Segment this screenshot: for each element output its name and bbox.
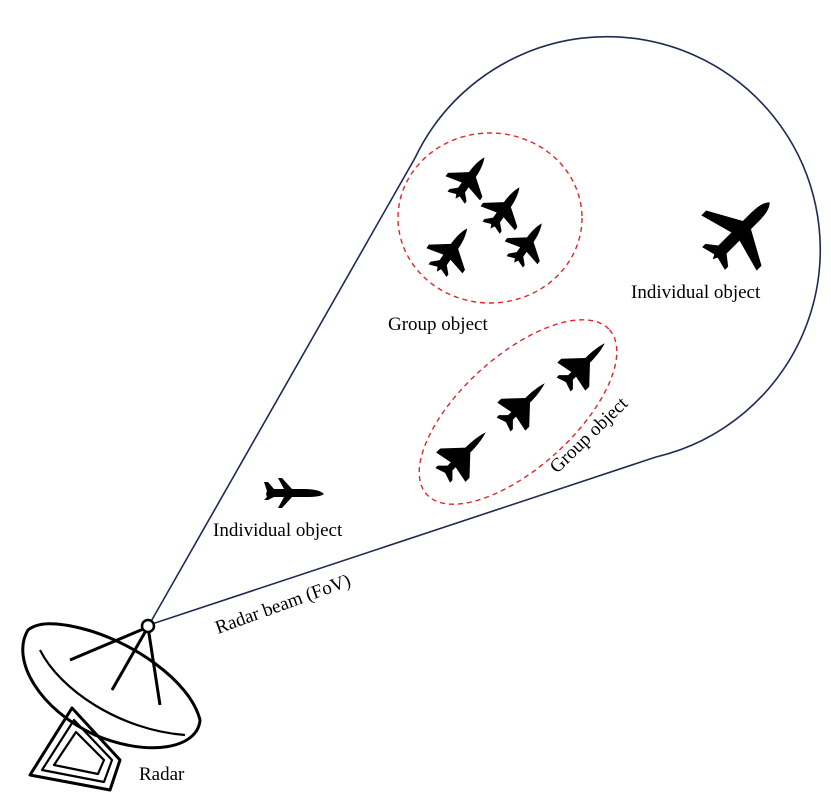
fighter-jet-icon [489,369,559,439]
radar-dish-icon [21,618,202,792]
group-object-label-top: Group object [388,314,488,335]
group-object-label-middle: Group object [546,393,633,478]
individual-object-label-left: Individual object [213,520,343,541]
fighter-jet-icon [497,211,559,275]
fighter-jet-icon [428,417,501,490]
fighter-jet-icon [549,329,619,399]
radar-label: Radar [139,764,185,785]
group-ring-middle [418,319,618,505]
middle-group-aircraft [428,329,619,490]
airliner-icon [685,174,798,287]
business-jet-icon [264,478,324,508]
fighter-jet-icon [473,175,537,241]
fighter-jet-icon [418,215,486,285]
fighter-jet-icon [438,145,502,211]
top-group-aircraft [418,145,559,285]
radar-beam-outline [147,35,822,627]
individual-object-label-right: Individual object [631,282,761,303]
group-ring-top [397,132,583,304]
